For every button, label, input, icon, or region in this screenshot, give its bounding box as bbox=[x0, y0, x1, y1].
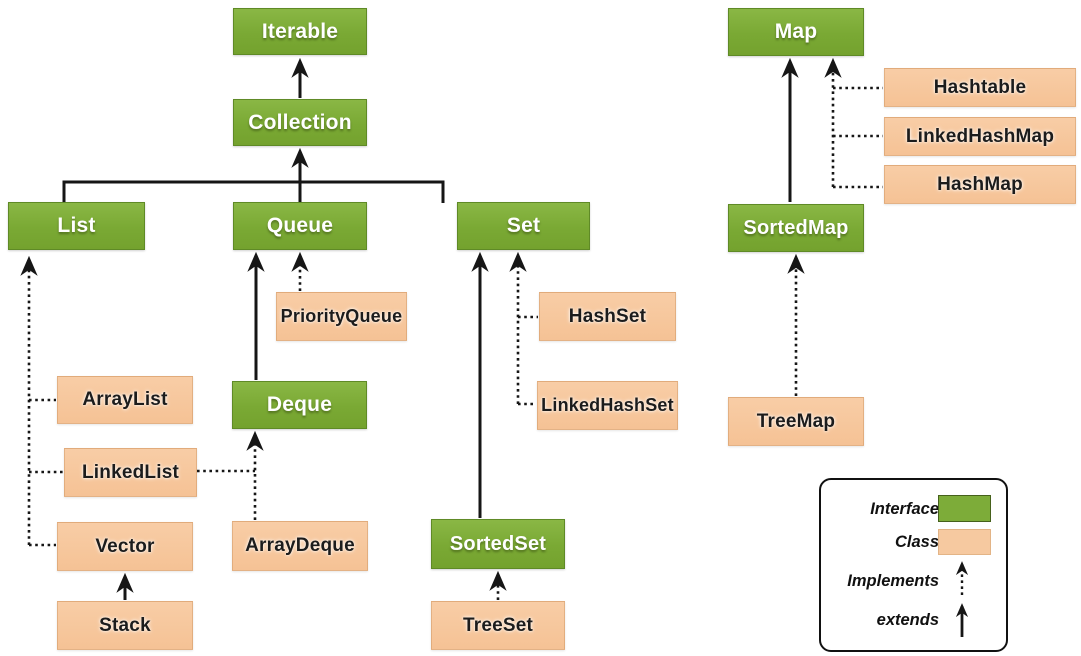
legend-extends-label: extends bbox=[876, 611, 939, 629]
node-priorityqueue: PriorityQueue bbox=[276, 292, 407, 341]
legend-implements-label: Implements bbox=[847, 572, 939, 590]
implements-edges bbox=[20, 57, 883, 600]
node-hashtable: Hashtable bbox=[884, 68, 1076, 107]
node-vector: Vector bbox=[57, 522, 193, 571]
legend-interface-label: Interface bbox=[870, 500, 939, 518]
node-list: List bbox=[8, 202, 145, 250]
node-linkedlist: LinkedList bbox=[64, 448, 197, 497]
node-sortedmap: SortedMap bbox=[728, 204, 864, 252]
node-queue: Queue bbox=[233, 202, 367, 250]
node-hashmap: HashMap bbox=[884, 165, 1076, 204]
node-iterable: Iterable bbox=[233, 8, 367, 55]
node-linkedhashset: LinkedHashSet bbox=[537, 381, 678, 430]
node-treemap: TreeMap bbox=[728, 397, 864, 446]
node-linkedhashmap: LinkedHashMap bbox=[884, 117, 1076, 156]
node-sortedset: SortedSet bbox=[431, 519, 565, 569]
node-set: Set bbox=[457, 202, 590, 250]
node-stack: Stack bbox=[57, 601, 193, 650]
node-hashset: HashSet bbox=[539, 292, 676, 341]
interface-color-swatch bbox=[938, 495, 991, 522]
legend-class-label: Class bbox=[894, 533, 939, 551]
extends-edges bbox=[62, 57, 799, 600]
node-collection: Collection bbox=[233, 99, 367, 146]
legend: Interface Class Implements extends bbox=[819, 478, 1008, 652]
node-arraylist: ArrayList bbox=[57, 376, 193, 424]
class-color-swatch bbox=[938, 529, 991, 555]
node-deque: Deque bbox=[232, 381, 367, 429]
node-arraydeque: ArrayDeque bbox=[232, 521, 368, 571]
node-map: Map bbox=[728, 8, 864, 56]
node-treeset: TreeSet bbox=[431, 601, 565, 650]
